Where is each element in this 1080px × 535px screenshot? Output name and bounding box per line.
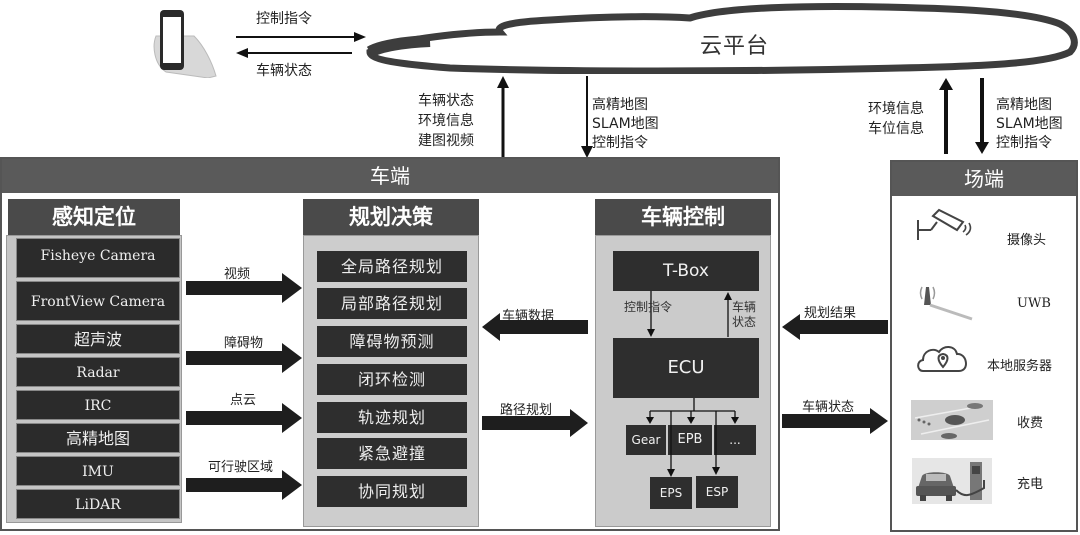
video-arrow xyxy=(186,273,302,303)
vehicle-down-label-2: SLAM地图 xyxy=(592,116,659,132)
field-item-charging-label: 充电 xyxy=(1017,477,1044,492)
actuator-epb: EPB xyxy=(668,425,712,455)
cloud-platform-title: 云平台 xyxy=(700,34,770,59)
planning-title: 规划决策 xyxy=(303,199,479,235)
field-down-label-3: 控制指令 xyxy=(996,135,1052,151)
field-item-toll-label: 收费 xyxy=(1017,416,1044,431)
control-command-label: 控制指令 xyxy=(624,300,673,314)
field-item-uwb-label: UWB xyxy=(1017,296,1051,311)
actuator-connectors xyxy=(667,411,720,477)
perception-body: Fisheye Camera FrontView Camera 超声波 Rada… xyxy=(6,235,182,523)
field-up-label-1: 环境信息 xyxy=(868,101,924,117)
planning-item-cooperative: 协同规划 xyxy=(317,476,467,507)
actuator-eps: EPS xyxy=(650,477,692,509)
sensor-fisheye-camera: Fisheye Camera xyxy=(16,238,180,278)
control-connectors xyxy=(646,291,739,424)
arrow-label-video: 视频 xyxy=(224,267,251,282)
arrow-label-drivable-area: 可行驶区域 xyxy=(208,460,274,475)
actuator-gear: Gear xyxy=(626,425,666,455)
vehicle-up-label-2: 环境信息 xyxy=(418,113,474,129)
drivable-area-arrow xyxy=(186,470,302,500)
arrow-label-path-planning: 路径规划 xyxy=(500,403,553,418)
parking-lot-icon xyxy=(911,400,993,440)
sensor-lidar: LiDAR xyxy=(16,489,180,519)
sensor-radar: Radar xyxy=(16,357,180,387)
point-cloud-arrow xyxy=(186,403,302,433)
planning-item-local-path: 局部路径规划 xyxy=(317,288,467,319)
field-item-local-server-label: 本地服务器 xyxy=(987,359,1053,374)
sensor-frontview-camera: FrontView Camera xyxy=(16,281,180,321)
vehicle-up-label-1: 车辆状态 xyxy=(418,93,474,109)
planning-item-loop-closure: 闭环检测 xyxy=(317,364,467,395)
field-down-label-2: SLAM地图 xyxy=(996,116,1063,132)
vehicle-end-title: 车端 xyxy=(2,159,778,193)
camera-icon xyxy=(917,208,972,240)
cloud-to-field-arrow xyxy=(975,78,989,154)
arrow-label-vehicle-status: 车辆状态 xyxy=(802,400,855,415)
path-planning-arrow xyxy=(482,409,588,437)
cloud-to-vehicle-arrow xyxy=(581,76,593,158)
field-up-label-2: 车位信息 xyxy=(868,121,924,137)
vehicle-status-arrow xyxy=(782,408,888,434)
vehicle-data-arrow xyxy=(482,313,588,341)
phone-cloud-arrows xyxy=(236,32,366,58)
planning-item-global-path: 全局路径规划 xyxy=(317,251,467,282)
vehicle-end-panel: 车端 感知定位 Fisheye Camera FrontView Camera … xyxy=(0,157,780,531)
sensor-hd-map: 高精地图 xyxy=(16,423,180,453)
phone-to-cloud-label: 控制指令 xyxy=(256,11,312,27)
perception-title: 感知定位 xyxy=(8,199,180,235)
cloud-location-icon xyxy=(917,346,967,372)
cloud-to-phone-label: 车辆状态 xyxy=(256,63,312,79)
antenna-icon xyxy=(919,286,973,321)
actuator-more: ... xyxy=(714,425,756,455)
vehicle-status-label: 车辆状态 xyxy=(732,300,757,329)
sensor-imu: IMU xyxy=(16,456,180,486)
ev-charger-icon xyxy=(912,458,992,504)
control-title: 车辆控制 xyxy=(595,199,771,235)
actuator-esp: ESP xyxy=(696,476,738,508)
planning-item-obstacle-prediction: 障碍物预测 xyxy=(317,326,467,357)
field-item-camera-label: 摄像头 xyxy=(1007,233,1047,248)
arrow-label-point-cloud: 点云 xyxy=(230,393,257,408)
field-to-cloud-arrow xyxy=(939,78,953,154)
planning-item-emergency-avoidance: 紧急避撞 xyxy=(317,438,467,469)
field-down-label-1: 高精地图 xyxy=(996,97,1052,113)
smartphone-hand-icon xyxy=(153,10,217,78)
ecu-box: ECU xyxy=(613,338,759,398)
vehicle-down-label-3: 控制指令 xyxy=(592,135,648,151)
sensor-irc: IRC xyxy=(16,390,180,420)
arrow-to-cloud xyxy=(354,32,366,42)
planning-item-trajectory: 轨迹规划 xyxy=(317,402,467,433)
obstacle-arrow xyxy=(186,343,302,373)
field-end-title: 场端 xyxy=(892,162,1076,196)
planning-result-arrow xyxy=(782,314,888,340)
cloud-platform-shape xyxy=(366,2,1078,74)
vehicle-to-cloud-arrow xyxy=(497,76,509,160)
arrow-label-planning-result: 规划结果 xyxy=(804,306,857,321)
sensor-ultrasonic: 超声波 xyxy=(16,324,180,354)
arrow-to-phone xyxy=(236,48,248,58)
tbox-box: T-Box xyxy=(613,251,759,291)
vehicle-up-label-3: 建图视频 xyxy=(418,133,474,149)
vehicle-down-label-1: 高精地图 xyxy=(592,97,648,113)
arrow-label-obstacle: 障碍物 xyxy=(224,336,264,351)
